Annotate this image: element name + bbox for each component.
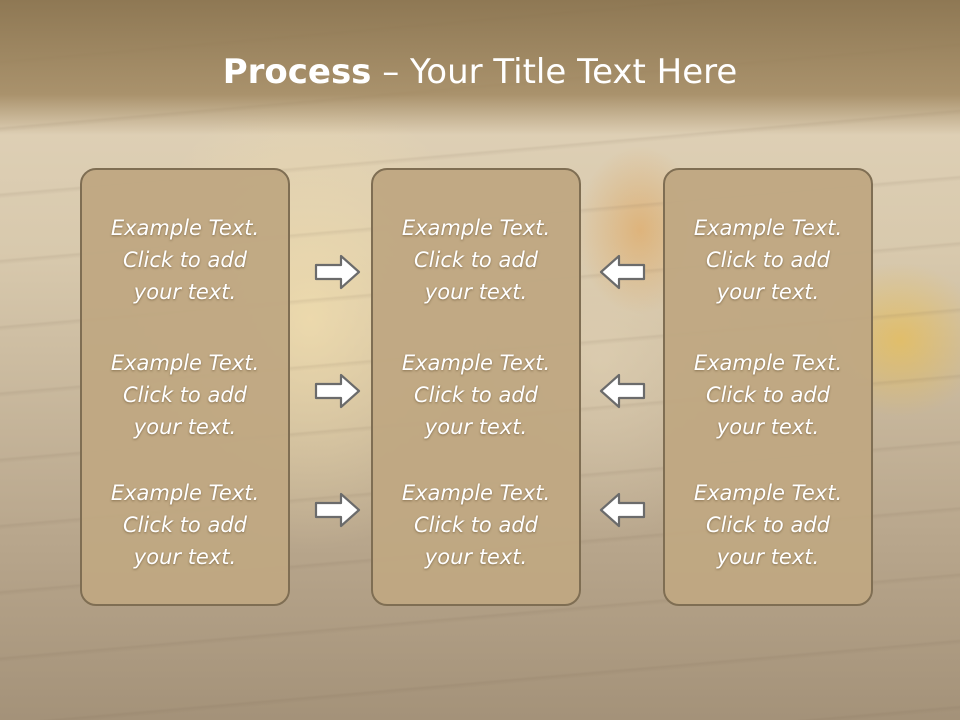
right-arrow-icon bbox=[314, 373, 361, 409]
text-line: Example Text. bbox=[110, 351, 260, 375]
text-line: Example Text. bbox=[693, 481, 843, 505]
text-line: Click to add bbox=[705, 248, 830, 272]
text-line: Click to add bbox=[122, 248, 247, 272]
title-rest: – Your Title Text Here bbox=[371, 52, 738, 92]
text-block[interactable]: Example Text. Click to add your text. bbox=[373, 477, 579, 573]
process-box-left[interactable]: Example Text. Click to add your text. Ex… bbox=[80, 168, 290, 606]
text-line: your text. bbox=[424, 280, 528, 304]
process-box-right[interactable]: Example Text. Click to add your text. Ex… bbox=[663, 168, 873, 606]
title-band bbox=[0, 0, 960, 135]
text-block[interactable]: Example Text. Click to add your text. bbox=[665, 347, 871, 443]
text-block[interactable]: Example Text. Click to add your text. bbox=[373, 347, 579, 443]
right-arrow-icon bbox=[314, 492, 361, 528]
text-block[interactable]: Example Text. Click to add your text. bbox=[665, 212, 871, 308]
text-line: Click to add bbox=[122, 383, 247, 407]
text-block[interactable]: Example Text. Click to add your text. bbox=[82, 212, 288, 308]
left-arrow-icon bbox=[599, 492, 646, 528]
text-line: Example Text. bbox=[401, 351, 551, 375]
left-arrow-icon bbox=[599, 254, 646, 290]
text-line: Example Text. bbox=[401, 216, 551, 240]
text-block[interactable]: Example Text. Click to add your text. bbox=[665, 477, 871, 573]
text-line: Example Text. bbox=[110, 216, 260, 240]
text-line: Example Text. bbox=[110, 481, 260, 505]
text-block[interactable]: Example Text. Click to add your text. bbox=[82, 347, 288, 443]
text-line: your text. bbox=[133, 415, 237, 439]
text-line: Example Text. bbox=[401, 481, 551, 505]
process-box-center[interactable]: Example Text. Click to add your text. Ex… bbox=[371, 168, 581, 606]
slide-title[interactable]: Process – Your Title Text Here bbox=[0, 52, 960, 92]
text-line: Example Text. bbox=[693, 351, 843, 375]
text-line: your text. bbox=[133, 545, 237, 569]
text-line: your text. bbox=[716, 415, 820, 439]
text-line: your text. bbox=[716, 545, 820, 569]
text-line: your text. bbox=[716, 280, 820, 304]
right-arrow-icon bbox=[314, 254, 361, 290]
text-block[interactable]: Example Text. Click to add your text. bbox=[373, 212, 579, 308]
title-bold: Process bbox=[222, 52, 372, 92]
left-arrow-icon bbox=[599, 373, 646, 409]
text-line: Click to add bbox=[705, 513, 830, 537]
text-line: your text. bbox=[424, 545, 528, 569]
text-line: your text. bbox=[424, 415, 528, 439]
text-block[interactable]: Example Text. Click to add your text. bbox=[82, 477, 288, 573]
text-line: Click to add bbox=[122, 513, 247, 537]
text-line: Click to add bbox=[413, 248, 538, 272]
text-line: Click to add bbox=[413, 383, 538, 407]
text-line: your text. bbox=[133, 280, 237, 304]
text-line: Example Text. bbox=[693, 216, 843, 240]
text-line: Click to add bbox=[413, 513, 538, 537]
text-line: Click to add bbox=[705, 383, 830, 407]
